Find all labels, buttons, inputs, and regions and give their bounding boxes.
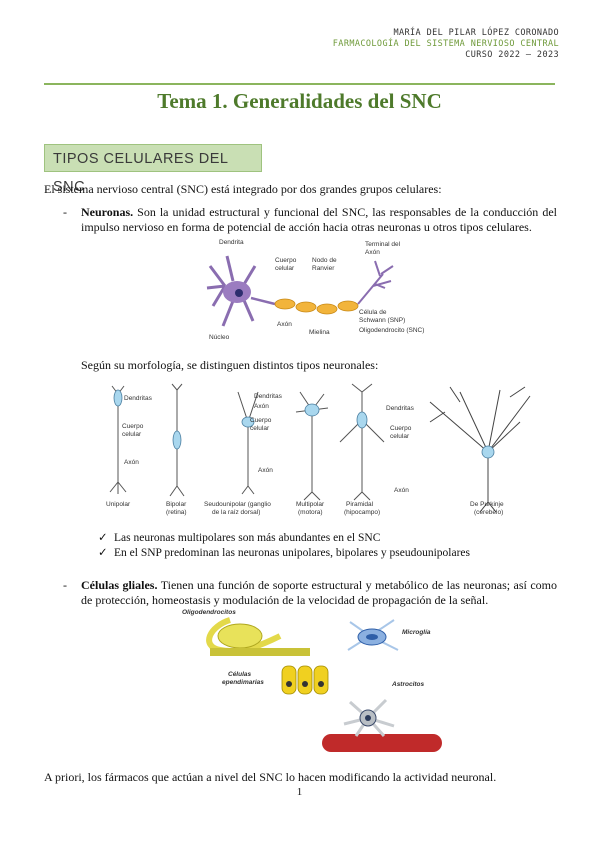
check-item-2: ✓ En el SNP predominan las neuronas unipo… [98, 546, 470, 561]
header-rule [44, 83, 555, 85]
label-ependimarias: ependimarias [222, 679, 264, 686]
label-unipolar: Unipolar [106, 501, 131, 508]
label-celular: celular [275, 265, 295, 272]
section-heading: TIPOS CELULARES DEL SNC [44, 144, 262, 195]
label-retina: (retina) [166, 509, 187, 516]
label-axon-2a: Axón [254, 403, 269, 410]
label-nodo: Nodo de [312, 257, 337, 264]
page-number: 1 [296, 786, 303, 798]
label-dendritas-2: Dendritas [254, 393, 283, 400]
bullet-dash: - [63, 205, 67, 219]
label-celular-3: celular [390, 433, 410, 440]
morfologia-paragraph: Según su morfología, se distinguen disti… [81, 358, 379, 372]
neuron-diagram: Dendrita Cuerpo celular Nodo de Ranvier … [206, 239, 424, 341]
gliales-term: Células gliales. [81, 578, 158, 592]
label-hipocampo: (hipocampo) [344, 509, 380, 516]
label-motora: (motora) [298, 509, 323, 516]
label-piramidal: Piramidal [346, 501, 374, 508]
neuron-types-diagram: Dendritas Cuerpo celular Axón Unipolar B… [106, 383, 531, 516]
check-text-1: Las neuronas multipolares son más abunda… [114, 532, 381, 544]
label-dendrita: Dendrita [219, 239, 244, 246]
neuronas-term: Neuronas. [81, 205, 134, 219]
conclusion-paragraph: A priori, los fármacos que actúan a nive… [44, 770, 497, 784]
label-oligodendrocito: Oligodendrocito (SNC) [359, 327, 424, 334]
label-celulas: Células [228, 671, 252, 678]
label-axon-1: Axón [124, 459, 139, 466]
label-multipolar: Multipolar [296, 501, 325, 508]
label-cuerpo: Cuerpo [275, 257, 297, 264]
intro-paragraph: El sistema nervioso central (SNC) está i… [44, 182, 442, 196]
bullet-dash: - [63, 578, 67, 592]
label-terminal: Terminal del [365, 241, 401, 248]
label-axon: Axón [277, 321, 292, 328]
label-celular-1: celular [122, 431, 142, 438]
neuronas-text: Son la unidad estructural y funcional de… [81, 205, 557, 234]
label-cuerpo-3: Cuerpo [390, 425, 412, 432]
label-nucleo: Núcleo [209, 334, 230, 341]
gliales-text: Tienen una función de soporte estructura… [81, 578, 557, 607]
label-cerebelo: (cerebelo) [474, 509, 503, 516]
author-name: MARÍA DEL PILAR LÓPEZ CORONADO [393, 28, 559, 38]
label-seudounipolar-2: de la raíz dorsal) [212, 509, 260, 516]
label-cuerpo-2: Cuerpo [250, 417, 272, 424]
label-mielina: Mielina [309, 329, 330, 336]
glial-cells-diagram: Oligodendrocitos Microglía Células epend… [182, 609, 442, 752]
label-axon-terminal: Axón [365, 249, 380, 256]
label-schwann2: Schwann (SNP) [359, 317, 405, 324]
label-oligodendrocitos: Oligodendrocitos [182, 609, 236, 616]
label-axon-3: Axón [394, 487, 409, 494]
label-dendritas-1: Dendritas [124, 395, 153, 402]
check-text-2: En el SNP predominan las neuronas unipol… [114, 547, 471, 559]
course-subject: FARMACOLOGÍA DEL SISTEMA NERVIOSO CENTRA… [332, 39, 559, 49]
label-microglia: Microglía [402, 629, 431, 636]
document-header: MARÍA DEL PILAR LÓPEZ CORONADO FARMACOLO… [333, 28, 559, 61]
label-seudounipolar-1: Seudounipolar (ganglio [204, 501, 271, 508]
label-schwann1: Célula de [359, 309, 387, 316]
label-astrocitos: Astrocitos [391, 681, 425, 688]
gliales-paragraph: Células gliales. Tienen una función de s… [81, 578, 557, 608]
check-icon: ✓ [98, 532, 108, 544]
page-title: Tema 1. Generalidades del SNC [157, 89, 442, 113]
label-bipolar: Bipolar [166, 501, 187, 508]
check-icon: ✓ [98, 547, 108, 559]
label-ranvier: Ranvier [312, 265, 335, 272]
label-dendritas-3: Dendritas [386, 405, 415, 412]
course-year: CURSO 2022 – 2023 [465, 50, 559, 60]
label-purkinje: De Purkinje [470, 501, 504, 508]
check-item-1: ✓ Las neuronas multipolares son más abund… [98, 531, 380, 546]
neuronas-paragraph: Neuronas. Son la unidad estructural y fu… [81, 205, 557, 235]
label-axon-2: Axón [258, 467, 273, 474]
label-cuerpo-1: Cuerpo [122, 423, 144, 430]
label-celular-2: celular [250, 425, 270, 432]
